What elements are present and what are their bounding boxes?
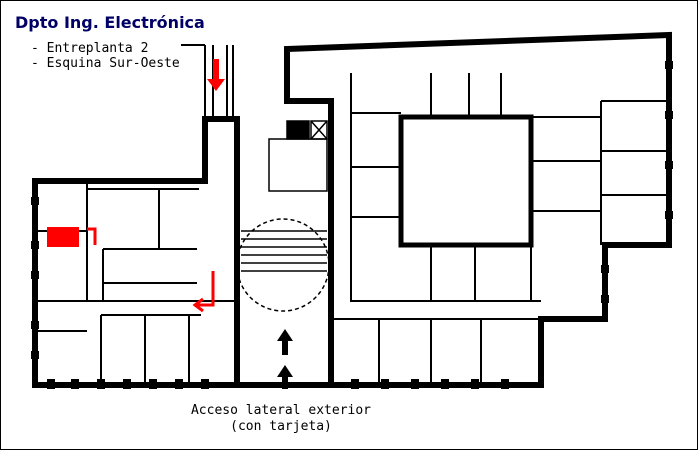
location-note-corner: - Esquina Sur-Oeste [31, 56, 180, 71]
location-notes: - Entreplanta 2 - Esquina Sur-Oeste [31, 41, 180, 71]
access-caption: Acceso lateral exterior (con tarjeta) [121, 403, 441, 435]
entry-corridor [181, 44, 234, 119]
access-caption-line-2: (con tarjeta) [230, 419, 332, 434]
window-marks [31, 61, 673, 389]
map-title: Dpto Ing. Electrónica [15, 13, 205, 32]
entry-arrow-icon [207, 59, 293, 389]
route-arrow-icon [87, 227, 215, 313]
west-wing-rooms [34, 180, 237, 385]
location-note-floor: - Entreplanta 2 [31, 41, 149, 56]
access-caption-line-1: Acceso lateral exterior [190, 403, 371, 418]
east-wing-rooms [331, 73, 669, 385]
outer-walls [32, 31, 672, 388]
target-room-marker [47, 227, 79, 247]
stair-core [236, 120, 330, 312]
